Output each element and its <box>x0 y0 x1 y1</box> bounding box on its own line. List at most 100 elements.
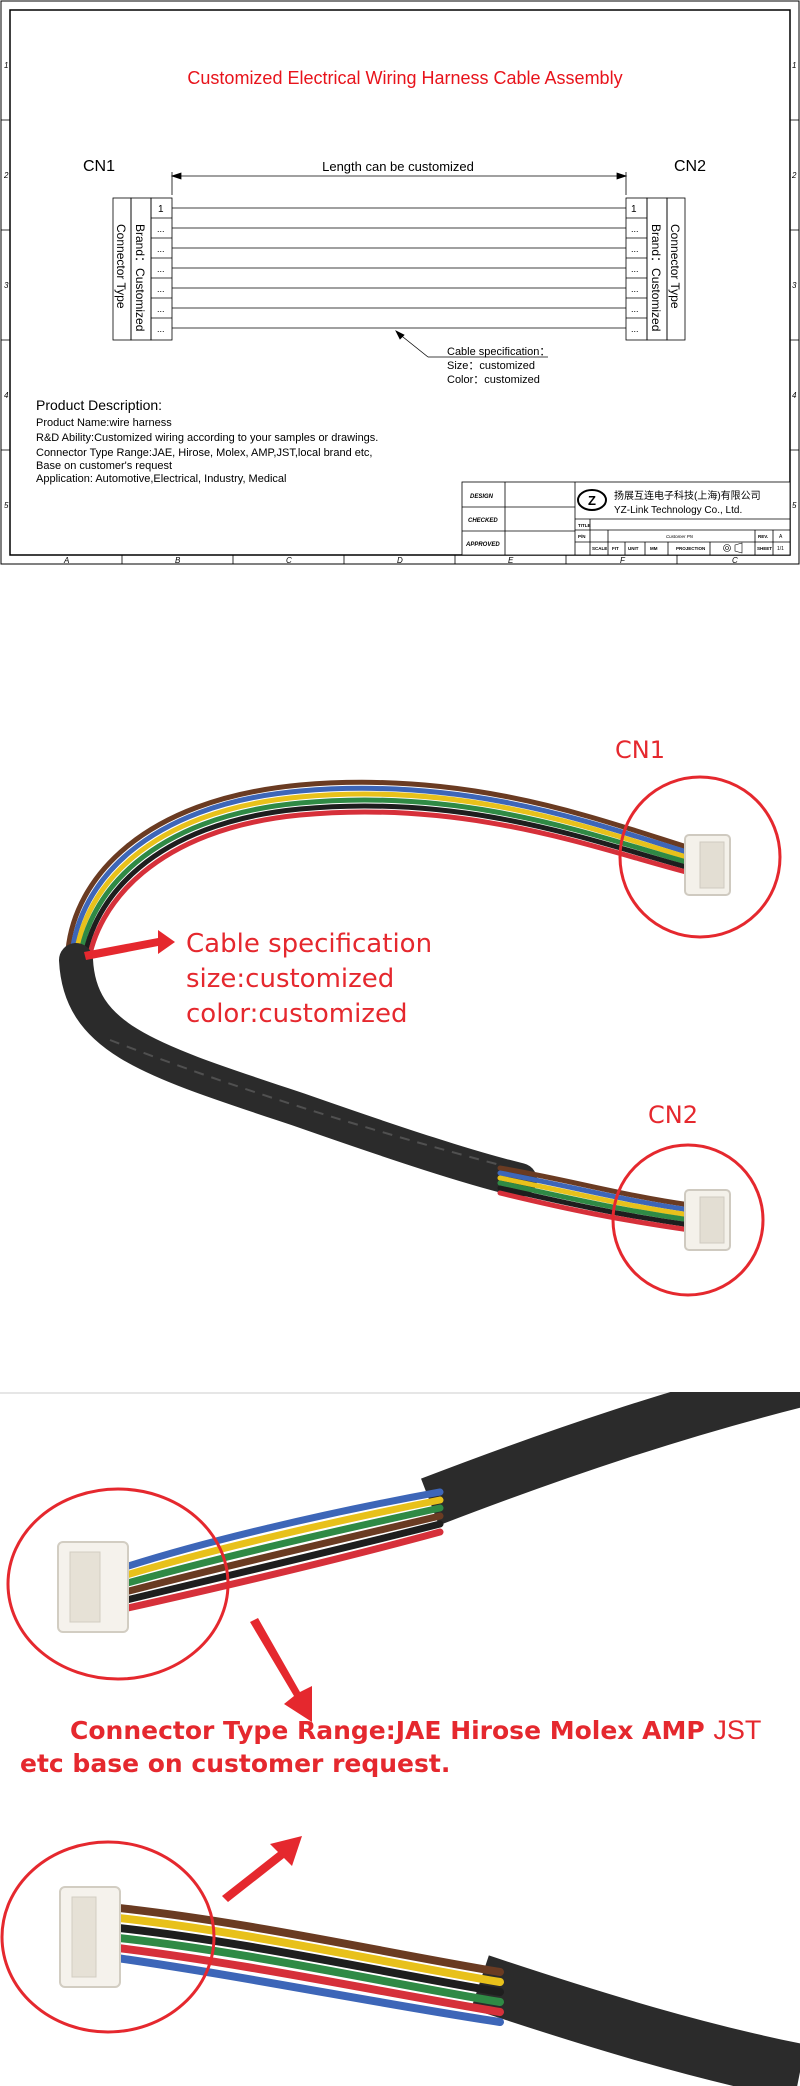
pin-dots: ... <box>157 224 165 234</box>
cn1-connector-type: Connector Type <box>114 224 128 309</box>
tb-projection: PROJECTION <box>676 546 705 551</box>
border-number: 4 <box>792 391 797 400</box>
length-label: Length can be customized <box>322 159 474 174</box>
pin-dots: ... <box>631 244 639 254</box>
top-cable-jacket <box>421 1392 800 1526</box>
tb-approved: APPROVED <box>465 542 500 548</box>
cn2-connector-drawing <box>625 197 686 341</box>
photo-spec-line: Cable specification <box>186 929 432 959</box>
border-letter: F <box>620 556 626 565</box>
cable-photo-closeup: Connector Type Range:JAE Hirose Molex AM… <box>0 1392 800 2086</box>
logo-letter: Z <box>588 493 596 508</box>
pin-dots: ... <box>631 324 639 334</box>
bottom-highlight-circle <box>0 1840 216 2034</box>
connector-range-line-2: etc base on customer request. <box>20 1749 450 1778</box>
border-number: 5 <box>792 501 797 510</box>
tb-unit-value: MM <box>650 546 658 551</box>
title-block <box>461 481 791 556</box>
cable-spec-heading: Cable specification： <box>447 346 550 358</box>
length-dimension <box>170 172 628 195</box>
border-letter: A <box>63 556 69 565</box>
pin-dots: ... <box>631 264 639 274</box>
tb-checked: CHECKED <box>468 518 498 524</box>
tb-unit: UNIT <box>628 546 639 551</box>
projection-symbol-icon <box>723 542 743 554</box>
wire-lines <box>151 207 647 329</box>
pin-dots: ... <box>157 244 165 254</box>
technical-drawing: 1 2 3 4 5 1 2 3 4 5 A B C D E F C Custom… <box>0 0 800 565</box>
cn2-connector-photo <box>684 1189 731 1251</box>
border-number: 4 <box>4 391 9 400</box>
description-line: Product Name:wire harness <box>36 417 172 429</box>
photo-spec-line: color:customized <box>186 999 407 1029</box>
cn2-highlight-circle <box>611 1143 765 1297</box>
tb-pn: P/N <box>578 534 586 539</box>
cn2-brand: Brand：Customized <box>649 224 663 331</box>
bottom-cable-jacket <box>471 1955 800 2086</box>
cn2-connector-type: Connector Type <box>668 224 682 309</box>
tb-rev-value: A <box>779 534 783 540</box>
outer-frame <box>0 0 800 565</box>
cable-spec-leader <box>395 330 548 358</box>
photo-spec-line: size:customized <box>186 964 394 994</box>
cn1-label: CN1 <box>83 158 115 175</box>
border-number: 1 <box>792 61 796 70</box>
cn1-connector-drawing <box>112 197 173 341</box>
drawing-title: Customized Electrical Wiring Harness Cab… <box>187 68 622 88</box>
wire-bundle-upper <box>65 779 693 968</box>
top-connector-photo <box>57 1541 129 1633</box>
photo2-svg: Connector Type Range:JAE Hirose Molex AM… <box>0 1392 800 2086</box>
border-number: 3 <box>4 281 9 290</box>
pin-number: 1 <box>631 204 637 215</box>
border-letter: C <box>286 556 292 565</box>
photo1-svg: CN1 CN2 Cable specification size:customi… <box>59 736 782 1297</box>
bottom-connector-photo <box>59 1886 121 1988</box>
description-line: R&D Ability:Customized wiring according … <box>36 432 378 444</box>
pin-dots: ... <box>631 224 639 234</box>
tb-sheet-value: 1/1 <box>777 546 784 552</box>
cn1-brand: Brand：Customized <box>133 224 147 331</box>
pin-dots: ... <box>157 304 165 314</box>
border-letter: D <box>397 556 403 565</box>
up-arrow-icon <box>222 1836 302 1902</box>
drawing-svg: 1 2 3 4 5 1 2 3 4 5 A B C D E F C Custom… <box>0 0 800 565</box>
top-highlight-circle <box>6 1487 230 1681</box>
company-logo: Z <box>577 489 607 511</box>
border-letter: B <box>175 556 181 565</box>
description-line: Base on customer's request <box>36 460 172 472</box>
bottom-wires <box>106 1903 504 2026</box>
pin-dots: ... <box>631 284 639 294</box>
pin-dots: ... <box>631 304 639 314</box>
tb-title: TITLE <box>578 523 591 528</box>
cable-spec-color: Color：customized <box>447 374 540 386</box>
tb-fit: FIT <box>612 546 619 551</box>
border-number: 2 <box>791 171 797 180</box>
company-name-cn: 扬展互连电子科技(上海)有限公司 <box>614 489 761 502</box>
cn1-highlight-circle <box>618 775 782 939</box>
cable-jacket <box>59 943 537 1197</box>
description-line: Connector Type Range:JAE, Hirose, Molex,… <box>36 447 372 459</box>
jacket-print <box>109 1039 501 1166</box>
inner-frame <box>9 9 791 556</box>
company-name-en: YZ-Link Technology Co., Ltd. <box>614 505 742 516</box>
tb-scale: SCALE <box>592 546 607 551</box>
photo-cn2-label: CN2 <box>648 1101 698 1129</box>
cable-photo-overview: CN1 CN2 Cable specification size:customi… <box>0 620 800 1340</box>
cn2-label: CN2 <box>674 158 706 175</box>
photo-cn1-label: CN1 <box>615 736 665 764</box>
pin-dots: ... <box>157 264 165 274</box>
tb-customer-pn: Customer PN <box>666 534 694 539</box>
cn1-connector-photo <box>684 834 731 896</box>
cable-spec-size: Size：customized <box>447 360 535 372</box>
pin-dots: ... <box>157 284 165 294</box>
border-number: 1 <box>4 61 8 70</box>
down-arrow-icon <box>250 1618 312 1722</box>
tb-rev: REV. <box>758 534 768 539</box>
border-letter: E <box>508 556 514 565</box>
border-number: 3 <box>792 281 797 290</box>
description-heading: Product Description: <box>36 397 162 413</box>
wire-bundle-lower <box>497 1165 693 1233</box>
pin-dots: ... <box>157 324 165 334</box>
top-wires <box>106 1488 444 1616</box>
tb-sheet: SHEET <box>757 546 772 551</box>
